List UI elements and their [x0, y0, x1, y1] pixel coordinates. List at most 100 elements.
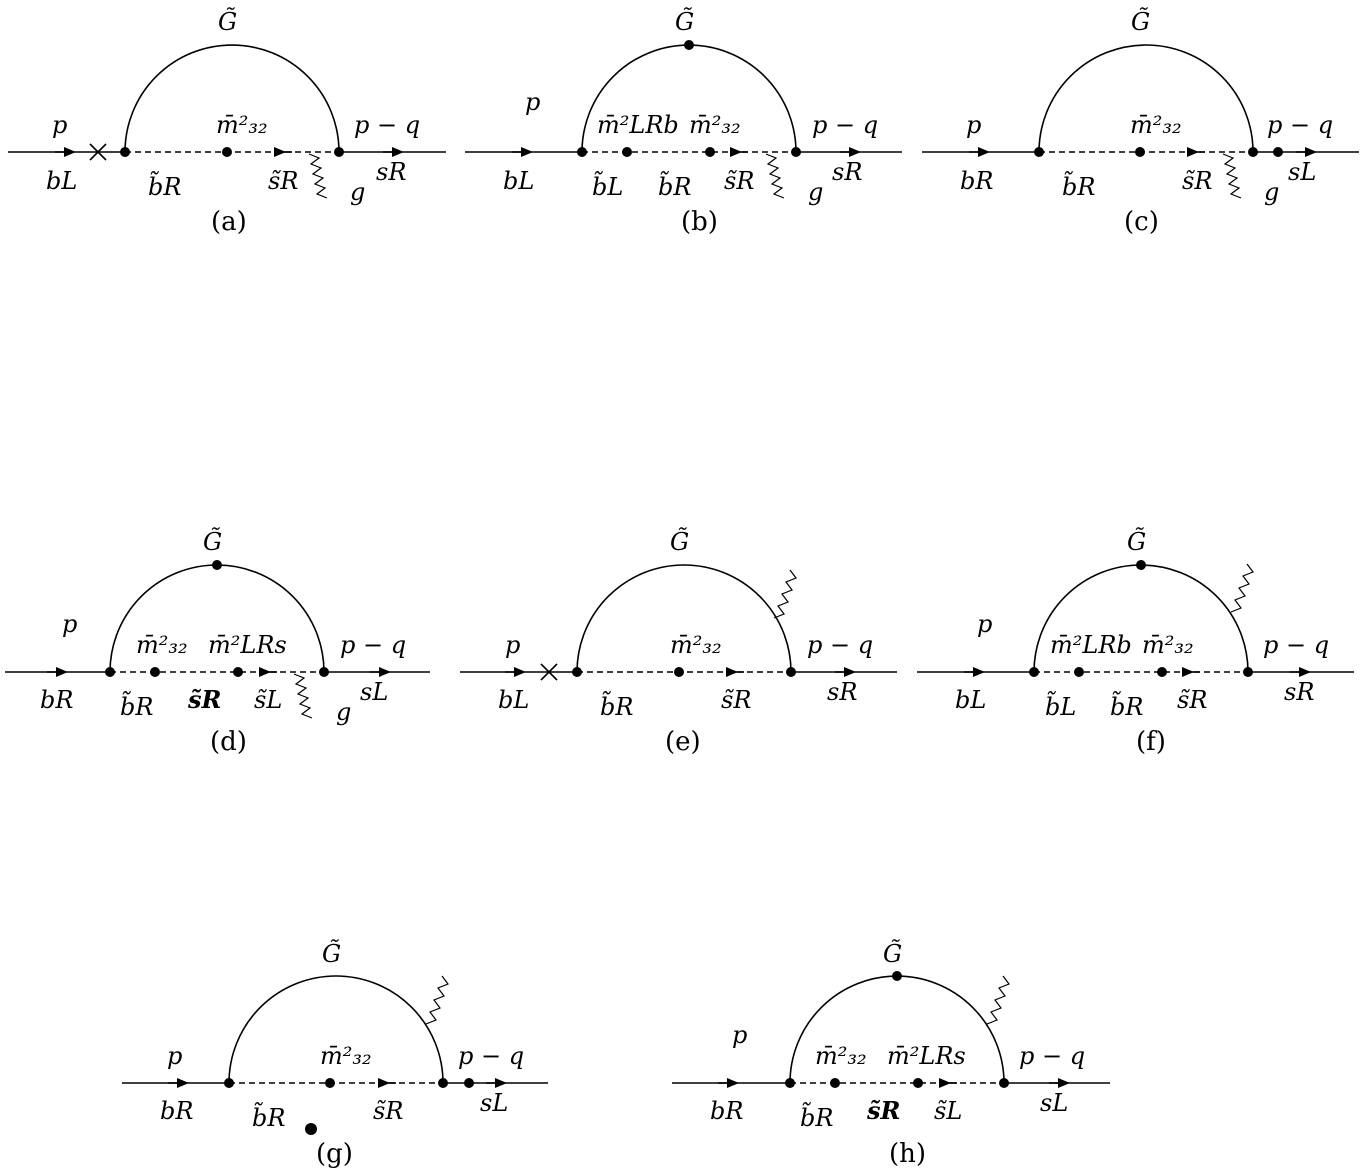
- gluino-vertex: [212, 560, 222, 570]
- in-quark-label: bR: [960, 167, 993, 195]
- b-squark-label: b̃R: [120, 690, 153, 721]
- momentum-out-label: p − q: [812, 111, 878, 139]
- gluino-vertex: [892, 971, 902, 981]
- mass-insertion-vertex: [674, 667, 684, 677]
- gluon-label: g: [336, 698, 351, 726]
- b-squark-label: b̃R: [148, 170, 181, 201]
- s-squark-label: s̃R: [373, 1097, 403, 1125]
- gluino-label: G̃: [675, 8, 694, 36]
- momentum-out-label: p − q: [807, 631, 873, 659]
- gluino-label: G̃: [218, 8, 237, 36]
- in-quark-label: bL: [955, 686, 986, 714]
- diagram-d: G̃ p p − q m̄²₃₂ m̄²LRs bR b̃R s̃R s̃L g…: [5, 528, 430, 757]
- momentum-label: p: [732, 1021, 747, 1049]
- gluino-label: G̃: [322, 940, 341, 968]
- mass-insertion-label: m̄²LRs: [208, 631, 287, 659]
- momentum-label: p: [62, 610, 77, 638]
- diagram-e: G̃ p p − q m̄²₃₂ bL b̃R s̃R sR (e): [460, 528, 897, 757]
- out-quark-label: sR: [832, 158, 862, 186]
- mass-insertion-label: m̄²₃₂: [216, 111, 268, 139]
- gluon-label: g: [1264, 178, 1279, 206]
- gluon-line: [765, 153, 785, 199]
- caption: (e): [665, 727, 701, 757]
- b-squark-label: b̃L: [592, 170, 623, 201]
- s-squark-mid-label: s̃R: [187, 685, 221, 714]
- gluino-label: G̃: [883, 940, 902, 968]
- in-quark-label: bL: [503, 167, 534, 195]
- b-squark-label: b̃L: [1045, 690, 1076, 721]
- gluon-line: [425, 975, 449, 1025]
- mass-insertion-vertex: [1135, 147, 1145, 157]
- out-quark-label: sR: [827, 678, 857, 706]
- gluon-line: [1222, 153, 1242, 199]
- vertex: [334, 147, 344, 157]
- momentum-label: p: [525, 88, 540, 116]
- gluino-label: G̃: [670, 528, 689, 556]
- momentum-label: p: [167, 1042, 182, 1070]
- b-squark-label: b̃R: [252, 1101, 285, 1132]
- gluino-label: G̃: [1127, 528, 1146, 556]
- vertex: [120, 147, 130, 157]
- mass-insertion-label: m̄²₃₂: [670, 631, 722, 659]
- diagram-g: G̃ p p − q m̄²₃₂ bR b̃R s̃R sL (g): [122, 940, 548, 1169]
- stray-dot: [305, 1123, 317, 1135]
- in-quark-label: bL: [498, 686, 529, 714]
- out-quark-label: sL: [1288, 158, 1316, 186]
- b-squark-label: b̃R: [658, 170, 691, 201]
- momentum-out-label: p − q: [1019, 1042, 1085, 1070]
- out-quark-label: sL: [480, 1089, 508, 1117]
- out-quark-label: sL: [1040, 1089, 1068, 1117]
- mass-insertion-vertex: [233, 667, 243, 677]
- mass-insertion-vertex: [913, 1078, 923, 1088]
- cross-insertion: [89, 143, 107, 161]
- diagram-b: G̃ p p − q m̄²LRb m̄²₃₂ bL b̃L b̃R s̃R g…: [465, 8, 902, 237]
- caption: (d): [210, 727, 247, 757]
- gluino-vertex: [684, 40, 694, 50]
- gluino-arc: [1038, 44, 1254, 153]
- b-squark-label: b̃R: [1110, 690, 1143, 721]
- mass-insertion-vertex: [1074, 667, 1084, 677]
- mass-insertion-label: m̄²₃₂: [1130, 111, 1182, 139]
- b-squark-label: b̃R: [800, 1101, 833, 1132]
- gluino-label: G̃: [1131, 8, 1150, 36]
- momentum-out-label: p − q: [1263, 631, 1329, 659]
- mass-insertion-vertex: [1273, 147, 1283, 157]
- momentum-label: p: [52, 111, 67, 139]
- in-quark-label: bR: [40, 686, 73, 714]
- out-quark-label: sR: [376, 158, 406, 186]
- mass-insertion-label: m̄²₃₂: [136, 631, 188, 659]
- gluon-label: g: [350, 178, 365, 206]
- cross-insertion: [540, 663, 558, 681]
- momentum-out-label: p − q: [354, 111, 420, 139]
- mass-insertion-vertex: [325, 1078, 335, 1088]
- s-squark-label: s̃R: [1177, 686, 1207, 714]
- momentum-out-label: p − q: [458, 1042, 524, 1070]
- s-squark-label: s̃L: [934, 1097, 962, 1125]
- gluon-line: [308, 153, 328, 199]
- diagram-a: G̃ p p − q m̄²₃₂ bL b̃R s̃R g sR (a): [8, 8, 446, 237]
- mass-insertion-label: m̄²₃₂: [320, 1042, 372, 1070]
- diagram-f: G̃ p p − q m̄²LRb m̄²₃₂ bL b̃L b̃R s̃R s…: [917, 528, 1354, 757]
- mass-insertion-label: m̄²₃₂: [1142, 631, 1194, 659]
- gluino-arc: [124, 44, 340, 153]
- out-quark-label: sL: [360, 678, 388, 706]
- gluino-label: G̃: [203, 528, 222, 556]
- b-squark-label: b̃R: [600, 690, 633, 721]
- mass-insertion-vertex: [830, 1078, 840, 1088]
- gluon-line: [293, 673, 313, 719]
- gluino-vertex: [1136, 560, 1146, 570]
- gluino-arc: [228, 975, 444, 1084]
- in-quark-label: bR: [160, 1097, 193, 1125]
- s-squark-mid-label: s̃R: [866, 1096, 900, 1125]
- caption: (c): [1124, 207, 1159, 237]
- mass-insertion-vertex: [222, 147, 232, 157]
- mass-insertion-label: m̄²LRb: [597, 111, 679, 139]
- mass-insertion-label: m̄²LRb: [1050, 631, 1132, 659]
- diagram-c: G̃ p p − q m̄²₃₂ bR b̃R s̃R g sL (c): [922, 8, 1359, 237]
- s-squark-label: s̃L: [254, 686, 282, 714]
- mass-insertion-label: m̄²LRs: [887, 1042, 966, 1070]
- momentum-label: p: [977, 610, 992, 638]
- mass-insertion-vertex: [622, 147, 632, 157]
- mass-insertion-vertex: [705, 147, 715, 157]
